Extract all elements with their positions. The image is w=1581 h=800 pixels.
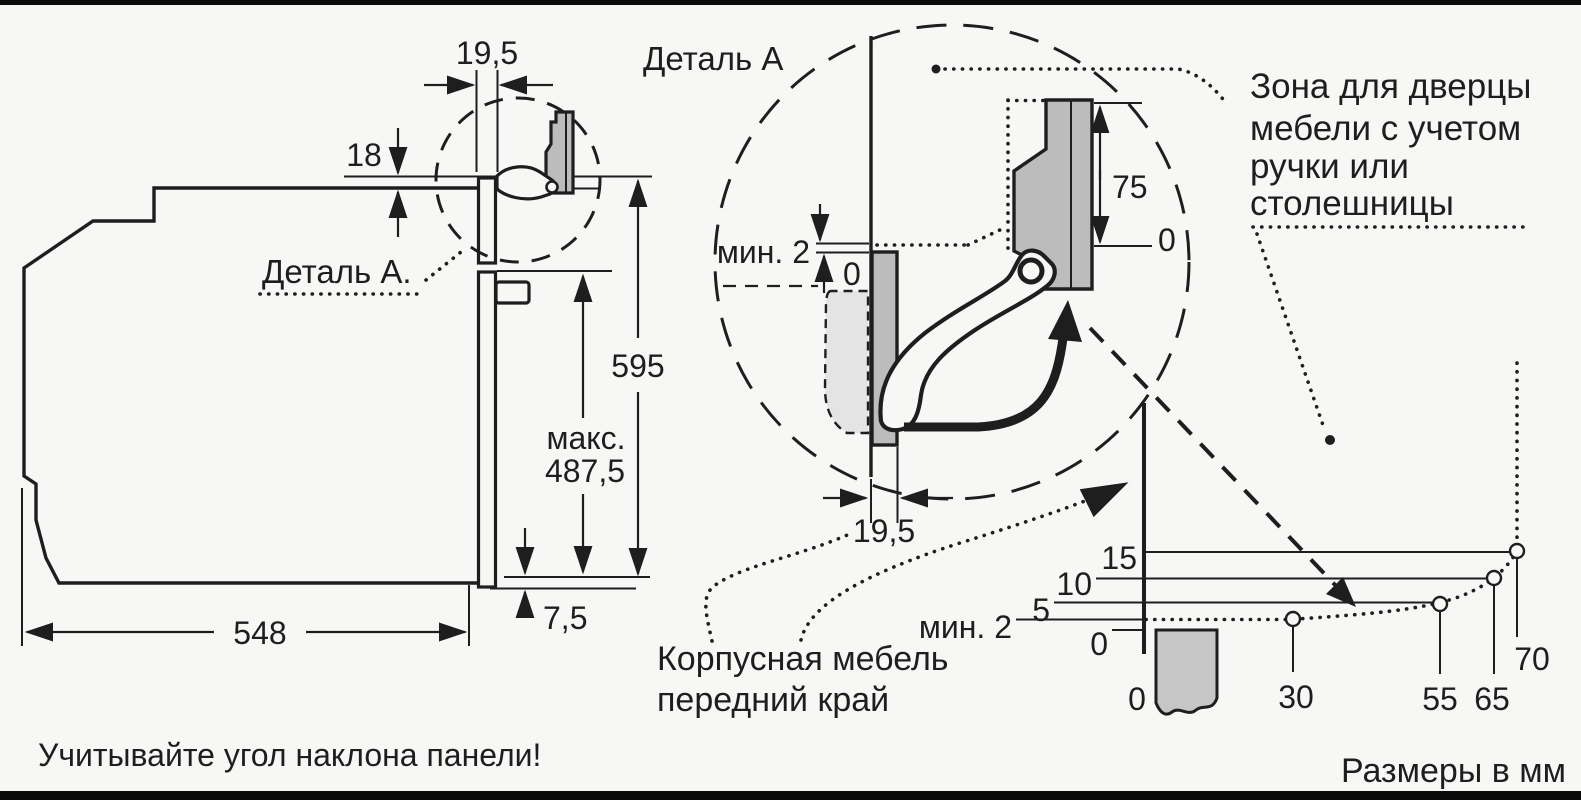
cabinet-edge-annotation: Корпусная мебель передний край (657, 482, 1129, 719)
clearance-chart: 15 10 5 мин. 2 0 0 30 55 65 70 (919, 403, 1550, 717)
dim-height-label: 595 (611, 348, 664, 384)
cabinet-edge-leader-left (704, 530, 856, 643)
top-letterbox-bar (0, 0, 1581, 5)
dim-depth-label: 548 (233, 615, 286, 651)
door-zone-leader-dot (1325, 435, 1335, 445)
chart-point-55-5 (1431, 595, 1449, 613)
door-zone-dotted-leader (1255, 232, 1327, 433)
bottom-letterbox-bar (0, 791, 1581, 800)
door-zone-annotation: Зона для дверцы мебели с учетом ручки ил… (1250, 67, 1531, 543)
min-gap-zero-label: 0 (843, 256, 861, 292)
chart-xlabel-70: 70 (1514, 641, 1550, 677)
chart-ylabel-0: 0 (1090, 626, 1108, 662)
dim-overhang-label: 18 (346, 137, 382, 173)
detail-a-label-side: Деталь A. (262, 253, 412, 290)
front-offset-label: 19,5 (853, 513, 915, 549)
zone-leader-dot (931, 64, 941, 74)
door-ghost-outline (823, 289, 870, 435)
chart-ylabel-min2: мин. 2 (919, 609, 1012, 645)
cabinet-edge-text-line2: передний край (657, 681, 889, 719)
cabinet-edge-text-line1: Корпусная мебель (657, 640, 949, 678)
oven-door-handle (494, 280, 531, 305)
door-zone-text-line2: мебели с учетом (1250, 109, 1521, 148)
detail-to-chart-arrow-head (1326, 577, 1356, 607)
chart-ylabel-5: 5 (1032, 592, 1050, 628)
door-motion-arrow-shaft (904, 331, 1069, 432)
door-zone-text-line3: ручки или (1250, 147, 1409, 186)
cabinet-edge-leader-right (799, 482, 1129, 642)
detail-a-title: Деталь A (643, 40, 783, 77)
hinge-pivot-large (1017, 257, 1045, 285)
detail-a-leader-dotted (424, 250, 463, 282)
furniture-door-section-small (544, 110, 575, 195)
detail-a-circle-small (434, 96, 602, 264)
dim-max-prefix-label: макс. (546, 420, 625, 456)
closed-door-dotted-diag (966, 227, 1004, 247)
door-zone-zero-label: 0 (1158, 222, 1176, 258)
hinge-arm-large (878, 248, 1057, 433)
chart-xlabel-0: 0 (1128, 681, 1146, 717)
door-zone-text-line4: столешницы (1250, 184, 1454, 223)
chart-point-70-15 (1508, 542, 1526, 560)
oven-body-outline (22, 186, 478, 585)
panel-angle-warning: Учитывайте угол наклона панели! (38, 737, 541, 773)
chart-point-65-10 (1485, 569, 1503, 587)
chart-boundary-dotted-curve (1144, 554, 1516, 622)
chart-point-30-2 (1284, 610, 1302, 628)
dim-bottom-gap-label: 7,5 (543, 600, 587, 636)
cabinet-panel-section (1154, 628, 1219, 716)
chart-xlabel-55: 55 (1422, 681, 1458, 717)
dim-max-value-label: 487,5 (545, 453, 625, 489)
footer-notes: Учитывайте угол наклона панели! Размеры … (38, 737, 1566, 790)
zone-leader-dotted (943, 67, 1228, 105)
chart-xlabel-65: 65 (1474, 681, 1510, 717)
units-note: Размеры в мм (1341, 752, 1566, 790)
door-zone-label: 75 (1112, 169, 1148, 205)
door-motion-arrow-head (1048, 300, 1082, 342)
oven-side-view: 19,5 18 595 макс. 487,5 7,5 548 (21, 35, 665, 651)
detail-to-chart-dashed-arrow (1088, 326, 1340, 590)
chart-ylabel-15: 15 (1101, 540, 1137, 576)
door-zone-text-line1: Зона для дверцы (1250, 67, 1531, 106)
dim-top-offset-label: 19,5 (456, 35, 518, 71)
detail-a-circle-large (713, 23, 1191, 501)
detail-a-view: Деталь A 75 0 мин. 2 0 (643, 23, 1356, 607)
min-gap-label: мин. 2 (717, 234, 810, 270)
hinge-pivot-small (545, 180, 559, 194)
oven-door-front (476, 270, 498, 589)
chart-ylabel-10: 10 (1056, 566, 1092, 602)
oven-control-panel-front (476, 176, 498, 265)
chart-xlabel-30: 30 (1278, 679, 1314, 715)
